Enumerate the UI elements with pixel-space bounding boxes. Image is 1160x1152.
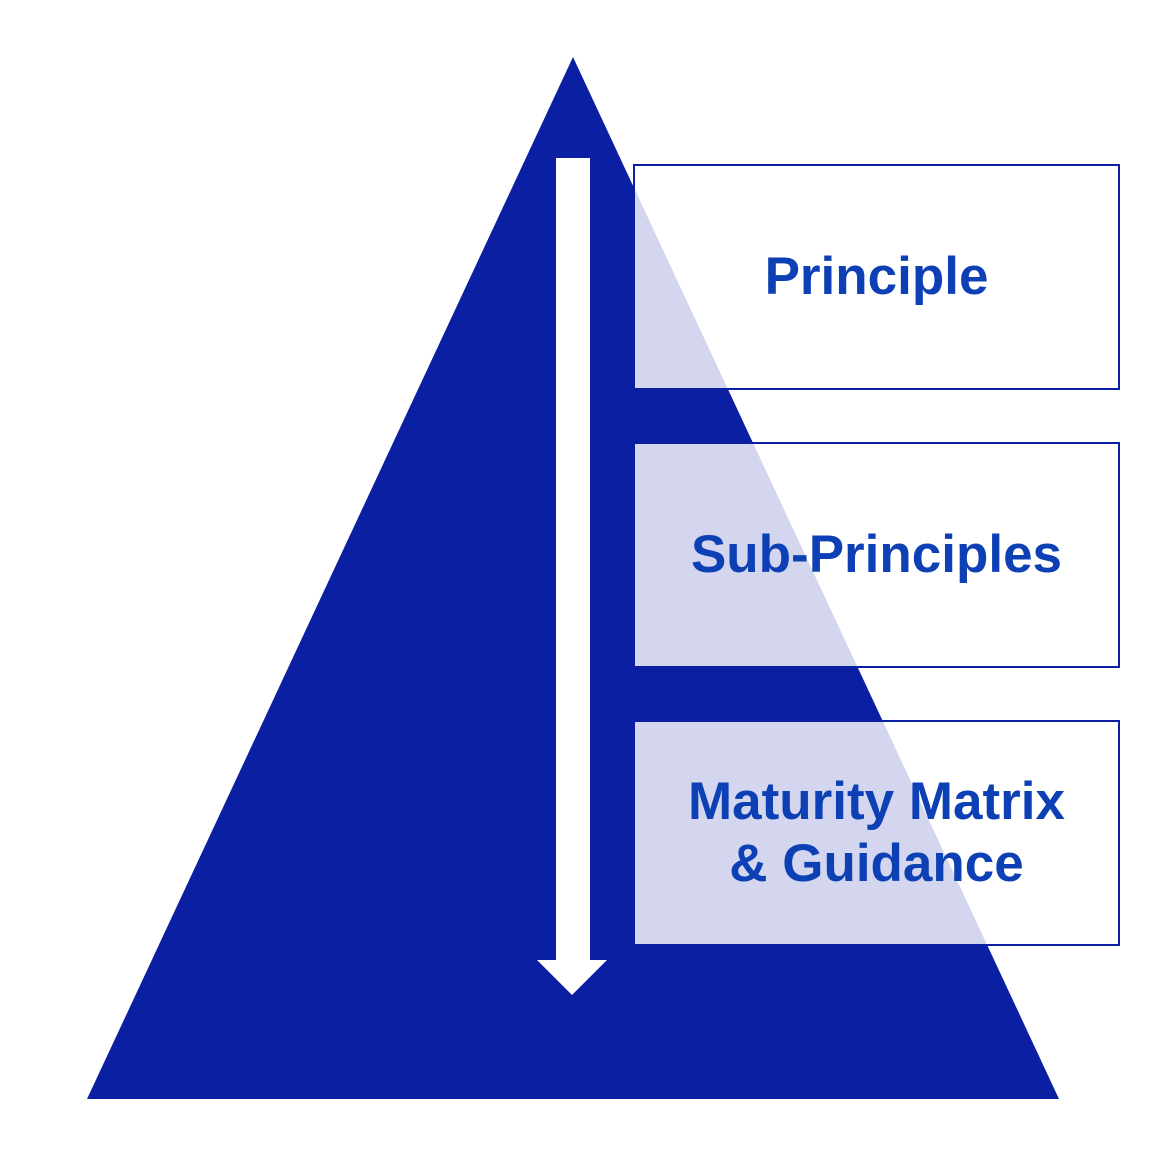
level-box-maturity-matrix: Maturity Matrix & Guidance [633,720,1120,946]
level-label-maturity-matrix: Maturity Matrix & Guidance [688,772,1065,893]
level-box-principle: Principle [633,164,1120,390]
level-label-principle: Principle [764,247,989,306]
level-label-sub-principles: Sub-Principles [690,525,1063,584]
downward-arrow [537,158,607,995]
level-box-sub-principles: Sub-Principles [633,442,1120,668]
